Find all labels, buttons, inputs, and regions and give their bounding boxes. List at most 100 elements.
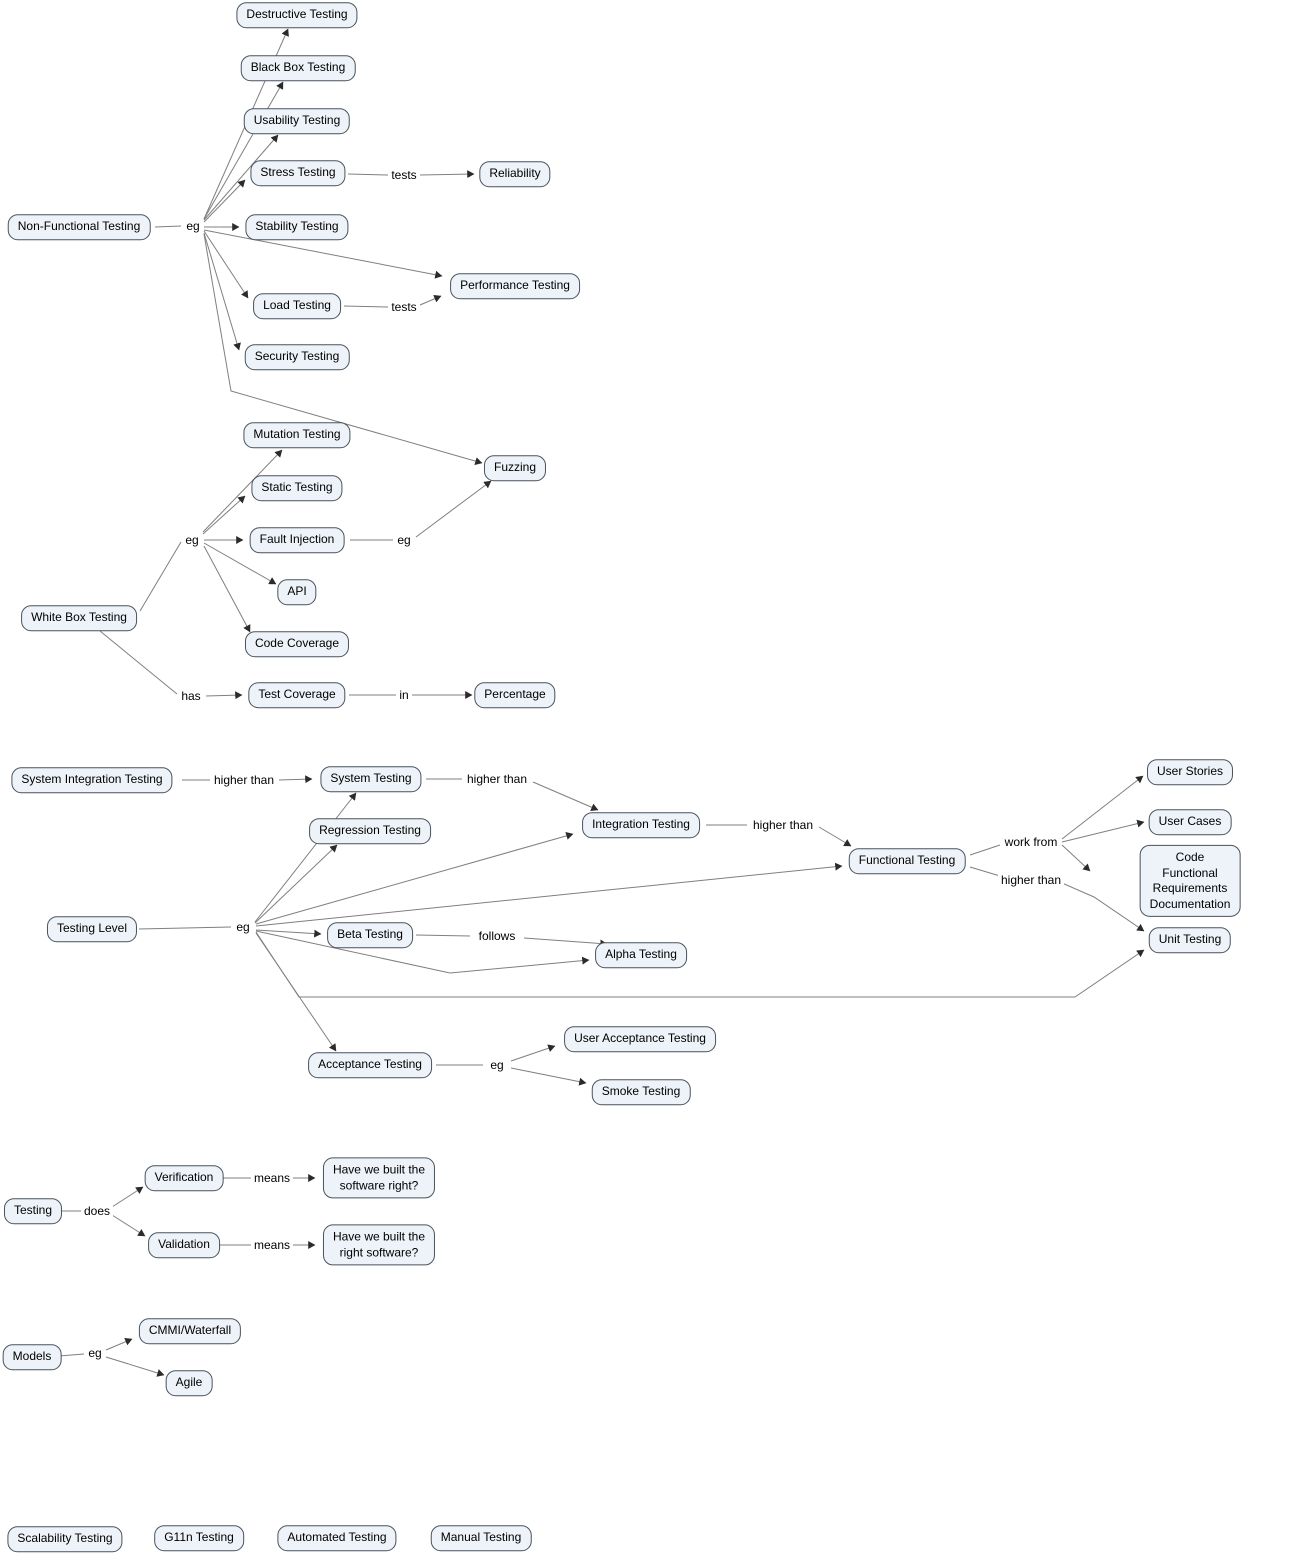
node-automated-testing[interactable]: Automated Testing xyxy=(277,1525,397,1551)
edge-models-to-cmmi-waterfall-60 xyxy=(105,1337,133,1351)
node-stability-testing[interactable]: Stability Testing xyxy=(245,214,349,240)
edge-label-to-alpha-testing-48 xyxy=(523,937,608,948)
node-system-integration-testing[interactable]: System Integration Testing xyxy=(11,767,173,793)
edge-load-testing-to-label-12 xyxy=(343,305,389,308)
node-scalability-testing[interactable]: Scalability Testing xyxy=(7,1526,123,1552)
edge-label-to-functional-testing-31 xyxy=(818,826,852,847)
edge-non-functional-testing-to-stress-testing-4 xyxy=(203,179,246,223)
edge-functional-testing-to-unit-testing-37 xyxy=(1061,882,1145,932)
node-integration-testing[interactable]: Integration Testing xyxy=(582,812,700,838)
node-validation[interactable]: Validation xyxy=(148,1232,220,1258)
node-cmmi-waterfall[interactable]: CMMI/Waterfall xyxy=(138,1318,242,1344)
node-fuzzing[interactable]: Fuzzing xyxy=(483,455,547,481)
edge-functional-testing-to-label-36 xyxy=(969,866,1001,877)
edge-acceptance-testing-to-smoke-testing-51 xyxy=(510,1067,587,1086)
node-testing[interactable]: Testing xyxy=(3,1198,63,1224)
node-reliability[interactable]: Reliability xyxy=(479,161,551,187)
edge-functional-testing-to-user-cases-34 xyxy=(1061,819,1145,843)
edge-label-higher-than-1[interactable]: higher than xyxy=(210,773,278,787)
edge-label-eg-models[interactable]: eg xyxy=(85,1346,105,1360)
node-destructive-testing[interactable]: Destructive Testing xyxy=(236,2,358,28)
edge-label-follows[interactable]: follows xyxy=(475,929,519,943)
node-percentage[interactable]: Percentage xyxy=(474,682,556,708)
edge-label-in-testcoverage[interactable]: in xyxy=(396,688,412,702)
edge-label-higher-than-4[interactable]: higher than xyxy=(997,873,1065,887)
edge-non-functional-testing-to-performance-testing-6 xyxy=(203,229,443,279)
edge-label-to-integration-testing-29 xyxy=(532,781,599,811)
node-unit-testing[interactable]: Unit Testing xyxy=(1148,927,1232,953)
node-have-we-built-the-right-software[interactable]: Have we built the right software? xyxy=(322,1224,436,1266)
edge-label-work-from[interactable]: work from xyxy=(1001,835,1061,849)
node-load-testing[interactable]: Load Testing xyxy=(253,293,341,319)
edge-acceptance-testing-to-user-acceptance-testing-50 xyxy=(510,1044,556,1062)
edge-label-tests-load[interactable]: tests xyxy=(388,300,420,314)
node-have-we-built-the-software-right[interactable]: Have we built the software right? xyxy=(322,1157,436,1199)
edge-testing-level-to-unit-testing-46 xyxy=(255,931,1145,998)
edge-non-functional-testing-to-load-testing-7 xyxy=(203,230,249,299)
node-system-testing[interactable]: System Testing xyxy=(320,766,422,792)
node-white-box-testing[interactable]: White Box Testing xyxy=(21,605,137,631)
edge-testing-level-to-system-testing-39 xyxy=(254,792,357,923)
node-functional-testing[interactable]: Functional Testing xyxy=(848,848,966,874)
edge-testing-level-to-beta-testing-43 xyxy=(255,929,322,938)
edge-non-functional-testing-to-fuzzing-9 xyxy=(203,233,483,465)
node-black-box-testing[interactable]: Black Box Testing xyxy=(240,55,356,81)
node-mutation-testing[interactable]: Mutation Testing xyxy=(243,422,351,448)
edge-label-eg-acceptance[interactable]: eg xyxy=(487,1058,507,1072)
edge-white-box-testing-to-static-testing-16 xyxy=(202,495,246,535)
node-security-testing[interactable]: Security Testing xyxy=(244,344,350,370)
edge-label-eg-nonfunctional[interactable]: eg xyxy=(183,219,203,233)
node-performance-testing[interactable]: Performance Testing xyxy=(450,273,580,299)
edge-label-eg-testinglevel[interactable]: eg xyxy=(233,920,253,934)
node-alpha-testing[interactable]: Alpha Testing xyxy=(595,942,687,968)
node-agile[interactable]: Agile xyxy=(165,1370,213,1396)
edge-label-to-test-coverage-23 xyxy=(205,691,243,700)
node-user-acceptance-testing[interactable]: User Acceptance Testing xyxy=(564,1026,716,1052)
edge-label-means-validation[interactable]: means xyxy=(250,1238,294,1252)
node-test-coverage[interactable]: Test Coverage xyxy=(248,682,346,708)
node-code-coverage[interactable]: Code Coverage xyxy=(244,631,350,657)
edge-label-to-performance-testing-13 xyxy=(419,295,442,306)
edge-label-means-verification[interactable]: means xyxy=(250,1171,294,1185)
edge-testing-level-to-regression-testing-40 xyxy=(254,844,338,924)
node-user-cases[interactable]: User Cases xyxy=(1148,809,1232,835)
edge-label-eg-whitebox[interactable]: eg xyxy=(182,533,202,547)
edge-white-box-testing-to-api-18 xyxy=(203,542,277,585)
edge-label-does[interactable]: does xyxy=(80,1204,114,1218)
edge-label-to-system-testing-27 xyxy=(278,775,313,784)
node-regression-testing[interactable]: Regression Testing xyxy=(309,818,431,844)
edge-non-functional-testing-to-label-0 xyxy=(154,225,182,228)
node-acceptance-testing[interactable]: Acceptance Testing xyxy=(308,1052,432,1078)
node-g11n-testing[interactable]: G11n Testing xyxy=(154,1525,244,1551)
edge-label-has-whitebox[interactable]: has xyxy=(178,689,204,703)
node-fault-injection[interactable]: Fault Injection xyxy=(249,527,345,553)
node-stress-testing[interactable]: Stress Testing xyxy=(250,160,346,186)
edge-functional-testing-to-label-32 xyxy=(969,844,1001,856)
edge-label-eg-faultinjection[interactable]: eg xyxy=(394,533,414,547)
edge-non-functional-testing-to-black-box-testing-2 xyxy=(203,81,284,220)
node-api[interactable]: API xyxy=(277,579,317,605)
node-manual-testing[interactable]: Manual Testing xyxy=(430,1525,532,1551)
edge-white-box-testing-to-mutation-testing-15 xyxy=(202,449,283,533)
edge-testing-level-to-alpha-testing-44 xyxy=(255,930,590,974)
node-beta-testing[interactable]: Beta Testing xyxy=(327,922,413,948)
edge-label-higher-than-3[interactable]: higher than xyxy=(749,818,817,832)
edge-label-tests-stress[interactable]: tests xyxy=(388,168,420,182)
edge-testing-level-to-integration-testing-41 xyxy=(255,832,574,925)
node-non-functional-testing[interactable]: Non-Functional Testing xyxy=(7,214,151,240)
edge-white-box-testing-to-label-22 xyxy=(99,630,178,695)
node-smoke-testing[interactable]: Smoke Testing xyxy=(591,1079,691,1105)
edge-testing-to-validation-54 xyxy=(111,1214,146,1237)
edge-models-to-agile-61 xyxy=(105,1356,165,1377)
edge-testing-level-to-label-38 xyxy=(138,926,232,930)
edge-non-functional-testing-to-usability-testing-3 xyxy=(203,134,279,221)
node-code-functional-requirements-documentation[interactable]: Code Functional Requirements Documentati… xyxy=(1139,844,1241,918)
node-static-testing[interactable]: Static Testing xyxy=(251,475,343,501)
node-usability-testing[interactable]: Usability Testing xyxy=(243,108,351,134)
node-models[interactable]: Models xyxy=(2,1344,62,1370)
edge-label-higher-than-2[interactable]: higher than xyxy=(463,772,531,786)
node-user-stories[interactable]: User Stories xyxy=(1146,759,1234,785)
node-testing-level[interactable]: Testing Level xyxy=(46,916,138,942)
node-verification[interactable]: Verification xyxy=(144,1165,224,1191)
